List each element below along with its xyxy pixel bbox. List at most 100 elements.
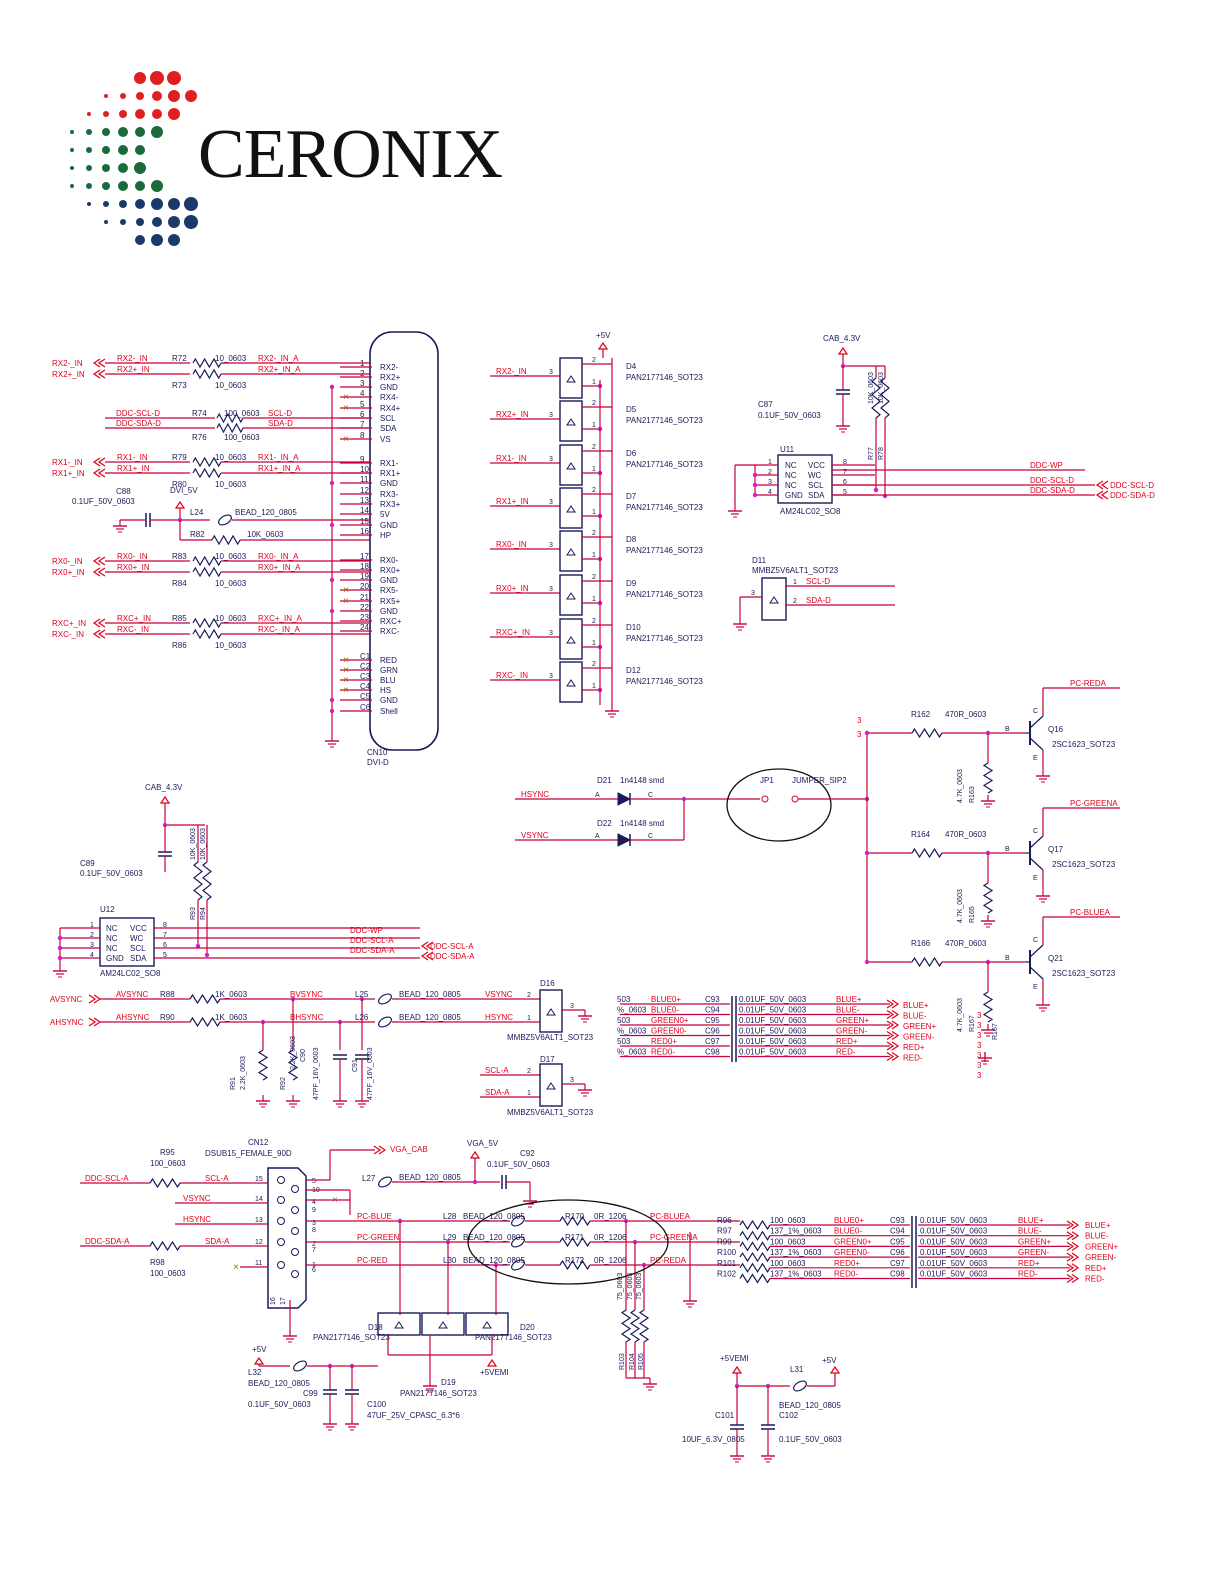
offpage-arrow (886, 1020, 900, 1030)
offpage-port: RED+ (903, 1043, 925, 1052)
offpage-port: BLUE+ (903, 1001, 929, 1010)
pin-number: 3 (549, 499, 553, 506)
resistor-ref: R74 (192, 409, 207, 418)
cap-value: 0.1UF_50V_0603 (758, 411, 821, 420)
power-symbol (253, 1356, 265, 1365)
resistor (149, 1177, 181, 1189)
net-label: 3 (977, 1021, 982, 1030)
net-label: SCL-D (806, 577, 830, 586)
dvi-pin-number: 21 (360, 593, 369, 602)
cap-ref: C93 (705, 995, 720, 1004)
logo-dot (168, 108, 180, 120)
pin-number: 6 (163, 942, 167, 949)
resistor-value: 503 (617, 1016, 631, 1025)
no-connect-mark: × (343, 403, 349, 414)
logo-dot (135, 235, 145, 245)
cap-value: 0.01UF_50V_0603 (920, 1227, 988, 1236)
dvi-input-out-net: RX1-_IN_A (258, 453, 299, 462)
offpage-arrow (1066, 1252, 1080, 1262)
dvi-pin-number: C3 (360, 672, 371, 681)
resistor (880, 377, 890, 419)
cap-value: 0.01UF_50V_0603 (920, 1248, 988, 1257)
resistor-value: 4.7K_0603 (957, 998, 964, 1032)
net-label: SDA-A (485, 1088, 510, 1097)
ic-pin-name: SCL (130, 944, 146, 953)
cap-value: 47PF_16V_0603 (313, 1047, 320, 1100)
diode-part: PAN2177146_SOT23 (313, 1333, 390, 1342)
power-symbol (731, 1365, 743, 1374)
ferrite-bead (511, 1236, 525, 1248)
connector-ref: CN12 (248, 1138, 269, 1147)
pin-number: 6 (843, 479, 847, 486)
logo-dot (152, 217, 162, 227)
pin-number: 4 (312, 1199, 316, 1206)
ic-part: AM24LC02_SO8 (100, 969, 161, 978)
dvi-pin-number: 19 (360, 572, 369, 581)
transistor-emitter (1029, 966, 1044, 980)
transistor-part: 2SC1623_SOT23 (1052, 969, 1116, 978)
cap-ref: C96 (705, 1027, 720, 1036)
ferrite-bead (511, 1259, 525, 1271)
offpage-port: GREEN- (1085, 1253, 1116, 1262)
dvi-input-out-net: RX0-_IN_A (258, 552, 299, 561)
net-label: GREEN0- (834, 1248, 870, 1257)
resistor (287, 1049, 299, 1081)
resistor-ref: R172 (565, 1256, 585, 1265)
pin-number: 3 (549, 412, 553, 419)
junction-dot (752, 482, 758, 488)
cap-value: 0.01UF_50V_0603 (739, 1048, 807, 1057)
resistor (189, 993, 221, 1005)
resistor-value: 10K_0603 (200, 828, 207, 860)
resistor-value: 75_0603 (636, 1273, 643, 1300)
bead-value: BEAD_120_0805 (463, 1233, 525, 1242)
junction-dot (873, 487, 879, 493)
logo-dot (103, 201, 109, 207)
resistor-value: 470R_0603 (945, 830, 987, 839)
net-label: 3 (977, 1011, 982, 1020)
pin-number: 2 (768, 469, 772, 476)
bead-value: BEAD_120_0805 (463, 1256, 525, 1265)
jumper-pin (791, 795, 799, 803)
resistor-ref: R78 (878, 447, 885, 460)
resistor (911, 847, 943, 859)
junction-dot (864, 959, 870, 965)
pin-label: E (1033, 984, 1038, 991)
pin-number: 4 (90, 952, 94, 959)
cap-ref: C94 (890, 1227, 905, 1236)
junction-dot (195, 943, 201, 949)
resistor-value: 10_0603 (215, 453, 247, 462)
resistor-ref: R92 (280, 1077, 287, 1090)
bead-ref: L27 (362, 1174, 376, 1183)
resistor (211, 534, 241, 546)
pin-number: 7 (843, 469, 847, 476)
resistor-ref: R105 (638, 1353, 645, 1370)
logo-wordmark: CERONIX (198, 116, 503, 193)
net-label: GREEN0+ (651, 1016, 689, 1025)
pin-number: 7 (312, 1247, 316, 1254)
logo-dot (118, 127, 128, 137)
resistor (559, 1236, 591, 1248)
diode-symbol (769, 596, 779, 604)
diode-symbol (566, 462, 576, 470)
dvi-pin-name: RED (380, 656, 397, 665)
cap-ref: C91 (352, 1059, 359, 1072)
diode-symbol (566, 592, 576, 600)
resistor-ref: R79 (172, 453, 187, 462)
offpage-arrow (1066, 1231, 1080, 1241)
junction-dot (472, 1179, 478, 1185)
esd-diode-array (465, 1312, 509, 1336)
resistor-value: 470R_0603 (945, 939, 987, 948)
resistor-value: 10K_0603 (878, 372, 885, 404)
cap-ref: C87 (758, 400, 773, 409)
cap-value: 0.01UF_50V_0603 (739, 995, 807, 1004)
cap-ref: C93 (890, 1216, 905, 1225)
resistor-ref: R100 (717, 1248, 737, 1257)
logo-dot (168, 198, 180, 210)
ic-pin-name: WC (808, 471, 822, 480)
pin-number: 2 (312, 1241, 316, 1248)
pin-number: 3 (570, 1003, 574, 1010)
net-label: PC-BLUE (357, 1212, 392, 1221)
no-connect-mark: × (343, 434, 349, 445)
power-label: CAB_4.3V (823, 334, 861, 343)
net-label: RED0+ (834, 1259, 860, 1268)
